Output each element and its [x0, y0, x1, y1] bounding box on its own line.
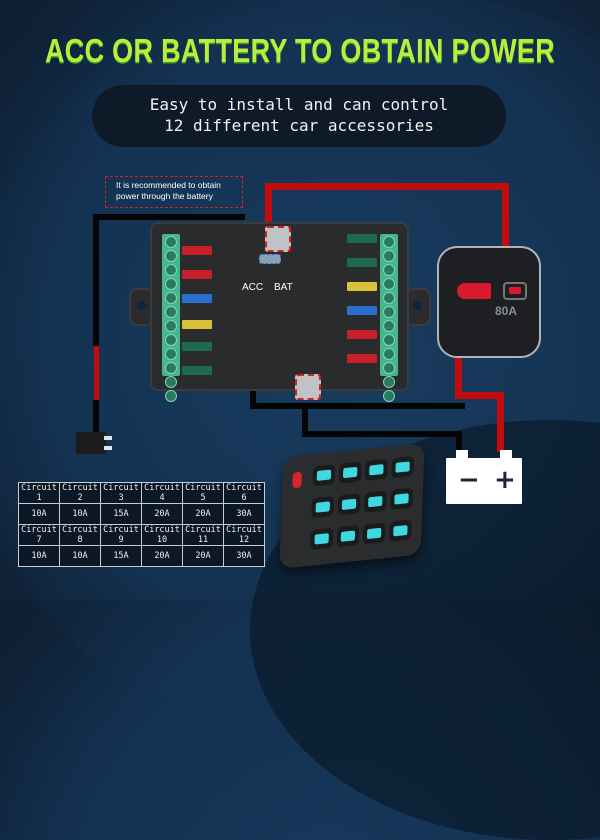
acc-wire-red-segment [94, 346, 99, 400]
table-cell: Circuit 4 [141, 482, 183, 504]
switch-key-3[interactable] [364, 458, 388, 481]
table-cell: 20A [141, 503, 183, 525]
table-cell: 20A [141, 545, 183, 567]
negative-symbol: − [458, 465, 480, 495]
negative-post [456, 450, 468, 458]
table-cell: 15A [100, 503, 142, 525]
switch-key-12[interactable] [388, 519, 412, 542]
table-cell: Circuit 9 [100, 524, 142, 546]
acc-bat-switch[interactable] [259, 254, 281, 264]
table-cell: 10A [18, 503, 60, 525]
fuse-6 [182, 366, 212, 375]
fuse-4 [182, 320, 212, 329]
table-row: 10A 10A 15A 20A 20A 30A [18, 503, 265, 525]
positive-stud [265, 226, 291, 252]
terminal-strip-right [380, 234, 398, 402]
breaker-to-battery-wire-c [497, 392, 504, 452]
breaker-lever[interactable] [457, 283, 491, 299]
breaker-reset-button[interactable] [503, 282, 527, 300]
acc-wire-bottom [93, 400, 99, 434]
table-cell: Circuit 7 [18, 524, 60, 546]
positive-wire-right-drop [502, 183, 509, 248]
fuse-2 [182, 270, 212, 279]
table-cell: 10A [59, 503, 101, 525]
ground-wire-b [302, 431, 460, 437]
add-a-fuse-tap [76, 432, 112, 454]
fuse-8 [347, 258, 377, 267]
fuse-5 [182, 342, 212, 351]
breaker-to-battery-wire-a [455, 352, 462, 396]
subtitle-banner: Easy to install and can control 12 diffe… [92, 85, 506, 147]
table-cell: 20A [182, 545, 224, 567]
ground-stud [295, 374, 321, 400]
table-row: Circuit 1 Circuit 2 Circuit 3 Circuit 4 … [18, 482, 265, 504]
switch-key-8[interactable] [390, 487, 413, 510]
bat-label: BAT [274, 282, 293, 293]
switch-key-9[interactable] [310, 527, 334, 550]
table-cell: Circuit 10 [141, 524, 183, 546]
switch-key-2[interactable] [338, 461, 362, 484]
table-cell: Circuit 12 [223, 524, 265, 546]
ground-wire-a [302, 405, 308, 435]
table-cell: 30A [223, 503, 265, 525]
table-cell: 30A [223, 545, 265, 567]
switch-key-11[interactable] [362, 522, 386, 545]
table-cell: Circuit 6 [223, 482, 265, 504]
switch-key-1[interactable] [312, 464, 336, 487]
switch-key-5[interactable] [311, 495, 335, 519]
battery-icon: − + [446, 450, 522, 504]
fuse-block: ACC BAT [150, 222, 409, 402]
fuse-3 [182, 294, 212, 303]
positive-wire-top [265, 183, 508, 190]
table-cell: Circuit 2 [59, 482, 101, 504]
fuse-9 [347, 282, 377, 291]
acc-wire-top [93, 214, 245, 220]
acc-label: ACC [242, 282, 264, 293]
panel-wire-b [250, 403, 465, 409]
fuse-7 [347, 234, 377, 243]
recommendation-note: It is recommended to obtain power throug… [105, 176, 243, 208]
terminal-strip-left [162, 234, 180, 402]
mount-ear-right [405, 288, 431, 326]
switch-key-4[interactable] [391, 455, 415, 479]
table-cell: 10A [18, 545, 60, 567]
table-cell: Circuit 3 [100, 482, 142, 504]
table-cell: 10A [59, 545, 101, 567]
fuse-11 [347, 330, 377, 339]
page-title: ACC OR BATTERY TO OBTAIN POWER [44, 32, 555, 70]
circuit-breaker: 80A [437, 246, 541, 358]
fuse-12 [347, 354, 377, 363]
positive-post [500, 450, 512, 458]
positive-symbol: + [494, 465, 516, 495]
table-row: Circuit 7 Circuit 8 Circuit 9 Circuit 10… [18, 524, 265, 546]
switch-panel [279, 442, 425, 570]
table-cell: Circuit 1 [18, 482, 60, 504]
fuse-10 [347, 306, 377, 315]
breaker-to-battery-wire-b [455, 392, 503, 399]
table-cell: 20A [182, 503, 224, 525]
table-cell: 15A [100, 545, 142, 567]
switch-key-10[interactable] [336, 525, 360, 548]
acc-wire-left [93, 214, 99, 346]
breaker-rating: 80A [495, 304, 518, 318]
fuse-1 [182, 246, 212, 255]
subtitle-line-1: Easy to install and can control [149, 95, 449, 114]
table-cell: Circuit 11 [182, 524, 224, 546]
table-cell: Circuit 5 [182, 482, 224, 504]
ground-wire-c [456, 431, 462, 453]
switch-key-7[interactable] [363, 490, 387, 513]
table-cell: Circuit 8 [59, 524, 101, 546]
table-row: 10A 10A 15A 20A 20A 30A [18, 545, 265, 567]
switch-key-6[interactable] [337, 493, 361, 516]
positive-wire-drop [265, 183, 272, 223]
subtitle-line-2: 12 different car accessories [164, 116, 434, 135]
circuit-rating-table: Circuit 1 Circuit 2 Circuit 3 Circuit 4 … [18, 482, 265, 567]
power-button[interactable] [292, 471, 302, 489]
